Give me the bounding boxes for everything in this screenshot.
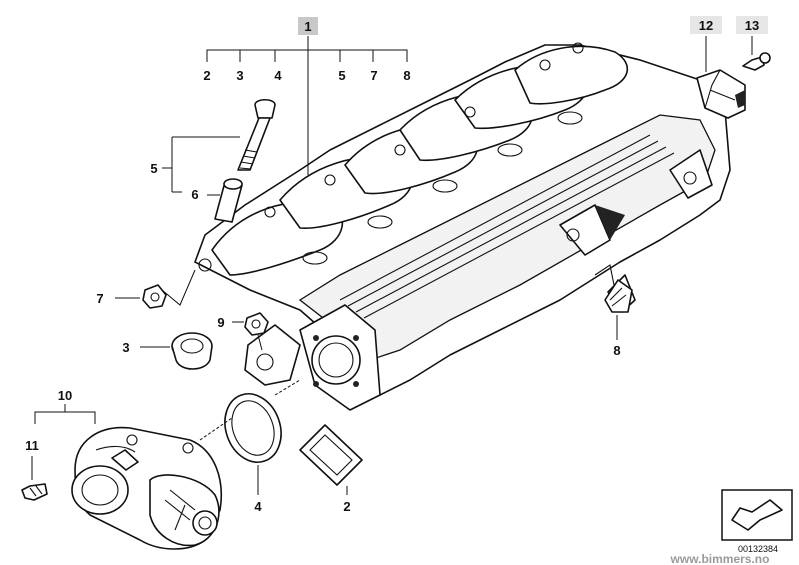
callout-6: 6 [191,187,198,202]
callout-2: 2 [343,499,350,514]
callout-labels: 1 2 3 4 5 7 8 5 6 7 3 9 8 10 11 4 2 12 1… [25,16,768,514]
callout-5-top: 5 [338,68,345,83]
grommet-part-3 [171,332,213,370]
callout-12: 12 [699,18,713,33]
bolt-part-5 [237,98,276,171]
callout-9: 9 [217,315,224,330]
callout-5: 5 [150,161,157,176]
callout-4-top: 4 [274,68,282,83]
throttle-body-part-10 [71,426,222,550]
leader-lines [31,36,753,495]
nut-part-9 [244,312,269,336]
callout-11: 11 [25,438,39,453]
seal-part-2 [299,424,363,486]
catalog-number: 00132384 [738,544,778,554]
callout-12-highlight [690,16,722,34]
callout-4: 4 [254,499,262,514]
callout-13-highlight [736,16,768,34]
callout-8: 8 [613,343,620,358]
watermark: www.bimmers.no [670,552,770,565]
nut-part-7 [142,284,167,309]
orientation-arrow-box [721,489,793,541]
callout-1-highlight [298,17,318,35]
sensor-part-12 [696,69,746,119]
screw-part-13 [742,52,771,71]
clip-part-8 [604,279,633,313]
sleeve-part-6 [214,178,243,223]
arrow-icon [731,499,783,531]
intake-manifold [194,42,731,411]
callout-3-top: 3 [236,68,243,83]
callout-1: 1 [304,19,311,34]
callout-3: 3 [122,340,129,355]
gasket-ring-part-4 [224,393,282,463]
callout-7-top: 7 [370,68,377,83]
screw-part-11 [21,483,48,501]
callout-13: 13 [745,18,759,33]
callout-10: 10 [58,388,72,403]
callout-7: 7 [96,291,103,306]
callout-2-top: 2 [203,68,210,83]
callout-8-top: 8 [403,68,410,83]
